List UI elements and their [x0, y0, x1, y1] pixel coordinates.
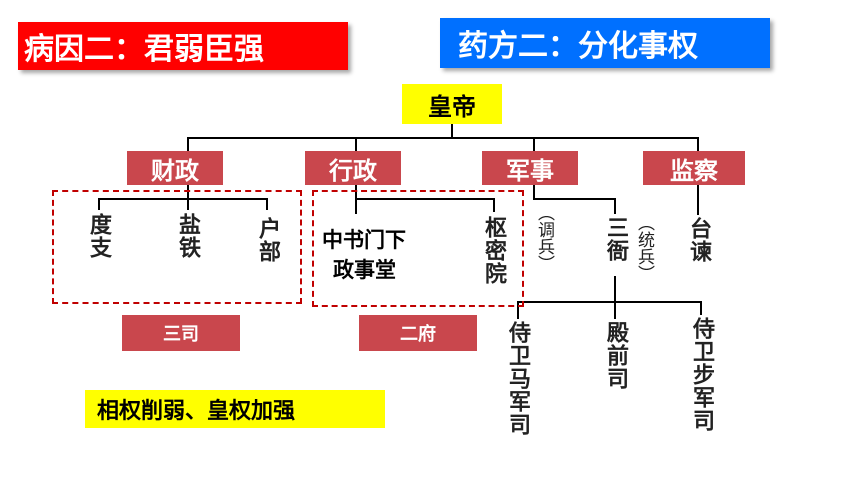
group-label-sansi: 三司	[122, 315, 240, 351]
category-military: 军事	[482, 151, 578, 185]
finance-drop-3	[266, 198, 268, 210]
conclusion-note: 相权削弱、皇权加强	[85, 390, 385, 428]
stem-admin	[355, 137, 357, 152]
emperor-label: 皇帝	[428, 92, 476, 121]
conclusion-text: 相权削弱、皇权加强	[97, 399, 296, 424]
erfu-group-box	[312, 190, 524, 307]
sanya-child-bujun: 侍卫步军司	[689, 317, 714, 432]
sanya-child-dianqian: 殿前司	[603, 321, 628, 390]
admin-drop-1	[355, 198, 357, 214]
military-bus	[533, 198, 615, 200]
military-stem	[533, 185, 535, 199]
stem-supervision	[697, 137, 699, 152]
sanya-drop-1	[517, 301, 519, 319]
category-military-label: 军事	[506, 156, 554, 185]
right-title-text: 药方二：分化事权	[458, 29, 698, 64]
military-note-tongbing: （统兵）	[634, 214, 654, 282]
supervision-stem	[697, 185, 699, 215]
finance-drop-2	[187, 198, 189, 210]
stem-military	[533, 137, 535, 152]
admin-child-shumiyuan: 枢密院	[481, 216, 506, 285]
category-supervision-label: 监察	[670, 156, 718, 185]
finance-drop-1	[98, 198, 100, 210]
finance-stem	[187, 185, 189, 199]
military-child-sanya: 三衙	[603, 216, 628, 262]
group-label-erfu: 二府	[359, 315, 477, 351]
sanya-drop-2	[614, 301, 616, 319]
military-note-diaobing: （调兵）	[534, 204, 554, 272]
finance-bus	[98, 198, 268, 200]
category-admin-label: 行政	[329, 156, 377, 185]
category-supervision: 监察	[643, 151, 745, 185]
admin-child-zhongshu: 中书门下	[322, 228, 406, 252]
finance-child-duzhi: 度支	[86, 213, 111, 259]
military-drop-sanya	[614, 198, 616, 214]
left-title-text: 病因二：君弱臣强	[24, 32, 264, 67]
admin-stem	[355, 185, 357, 199]
sanya-bus	[517, 301, 702, 303]
sanya-stem	[614, 276, 616, 302]
root-stem	[451, 124, 453, 138]
group-label-sansi-text: 三司	[163, 324, 199, 345]
sansi-group-box	[52, 190, 302, 304]
top-bus	[187, 137, 698, 139]
left-title: 病因二：君弱臣强	[18, 22, 348, 70]
right-title: 药方二：分化事权	[440, 18, 770, 68]
emperor-node: 皇帝	[402, 84, 502, 124]
category-admin: 行政	[305, 151, 401, 185]
admin-drop-2	[493, 198, 495, 212]
category-finance: 财政	[127, 151, 223, 185]
stem-finance	[187, 137, 189, 152]
finance-child-hubu: 户部	[255, 217, 280, 263]
admin-child-zhengshitang: 政事堂	[333, 258, 396, 282]
supervision-child-taijian: 台谏	[686, 217, 711, 263]
finance-child-yantie: 盐铁	[175, 213, 200, 259]
admin-bus	[355, 198, 495, 200]
category-finance-label: 财政	[151, 156, 199, 185]
group-label-erfu-text: 二府	[400, 324, 436, 345]
sanya-child-majun: 侍卫马军司	[505, 321, 530, 436]
sanya-drop-3	[700, 301, 702, 315]
